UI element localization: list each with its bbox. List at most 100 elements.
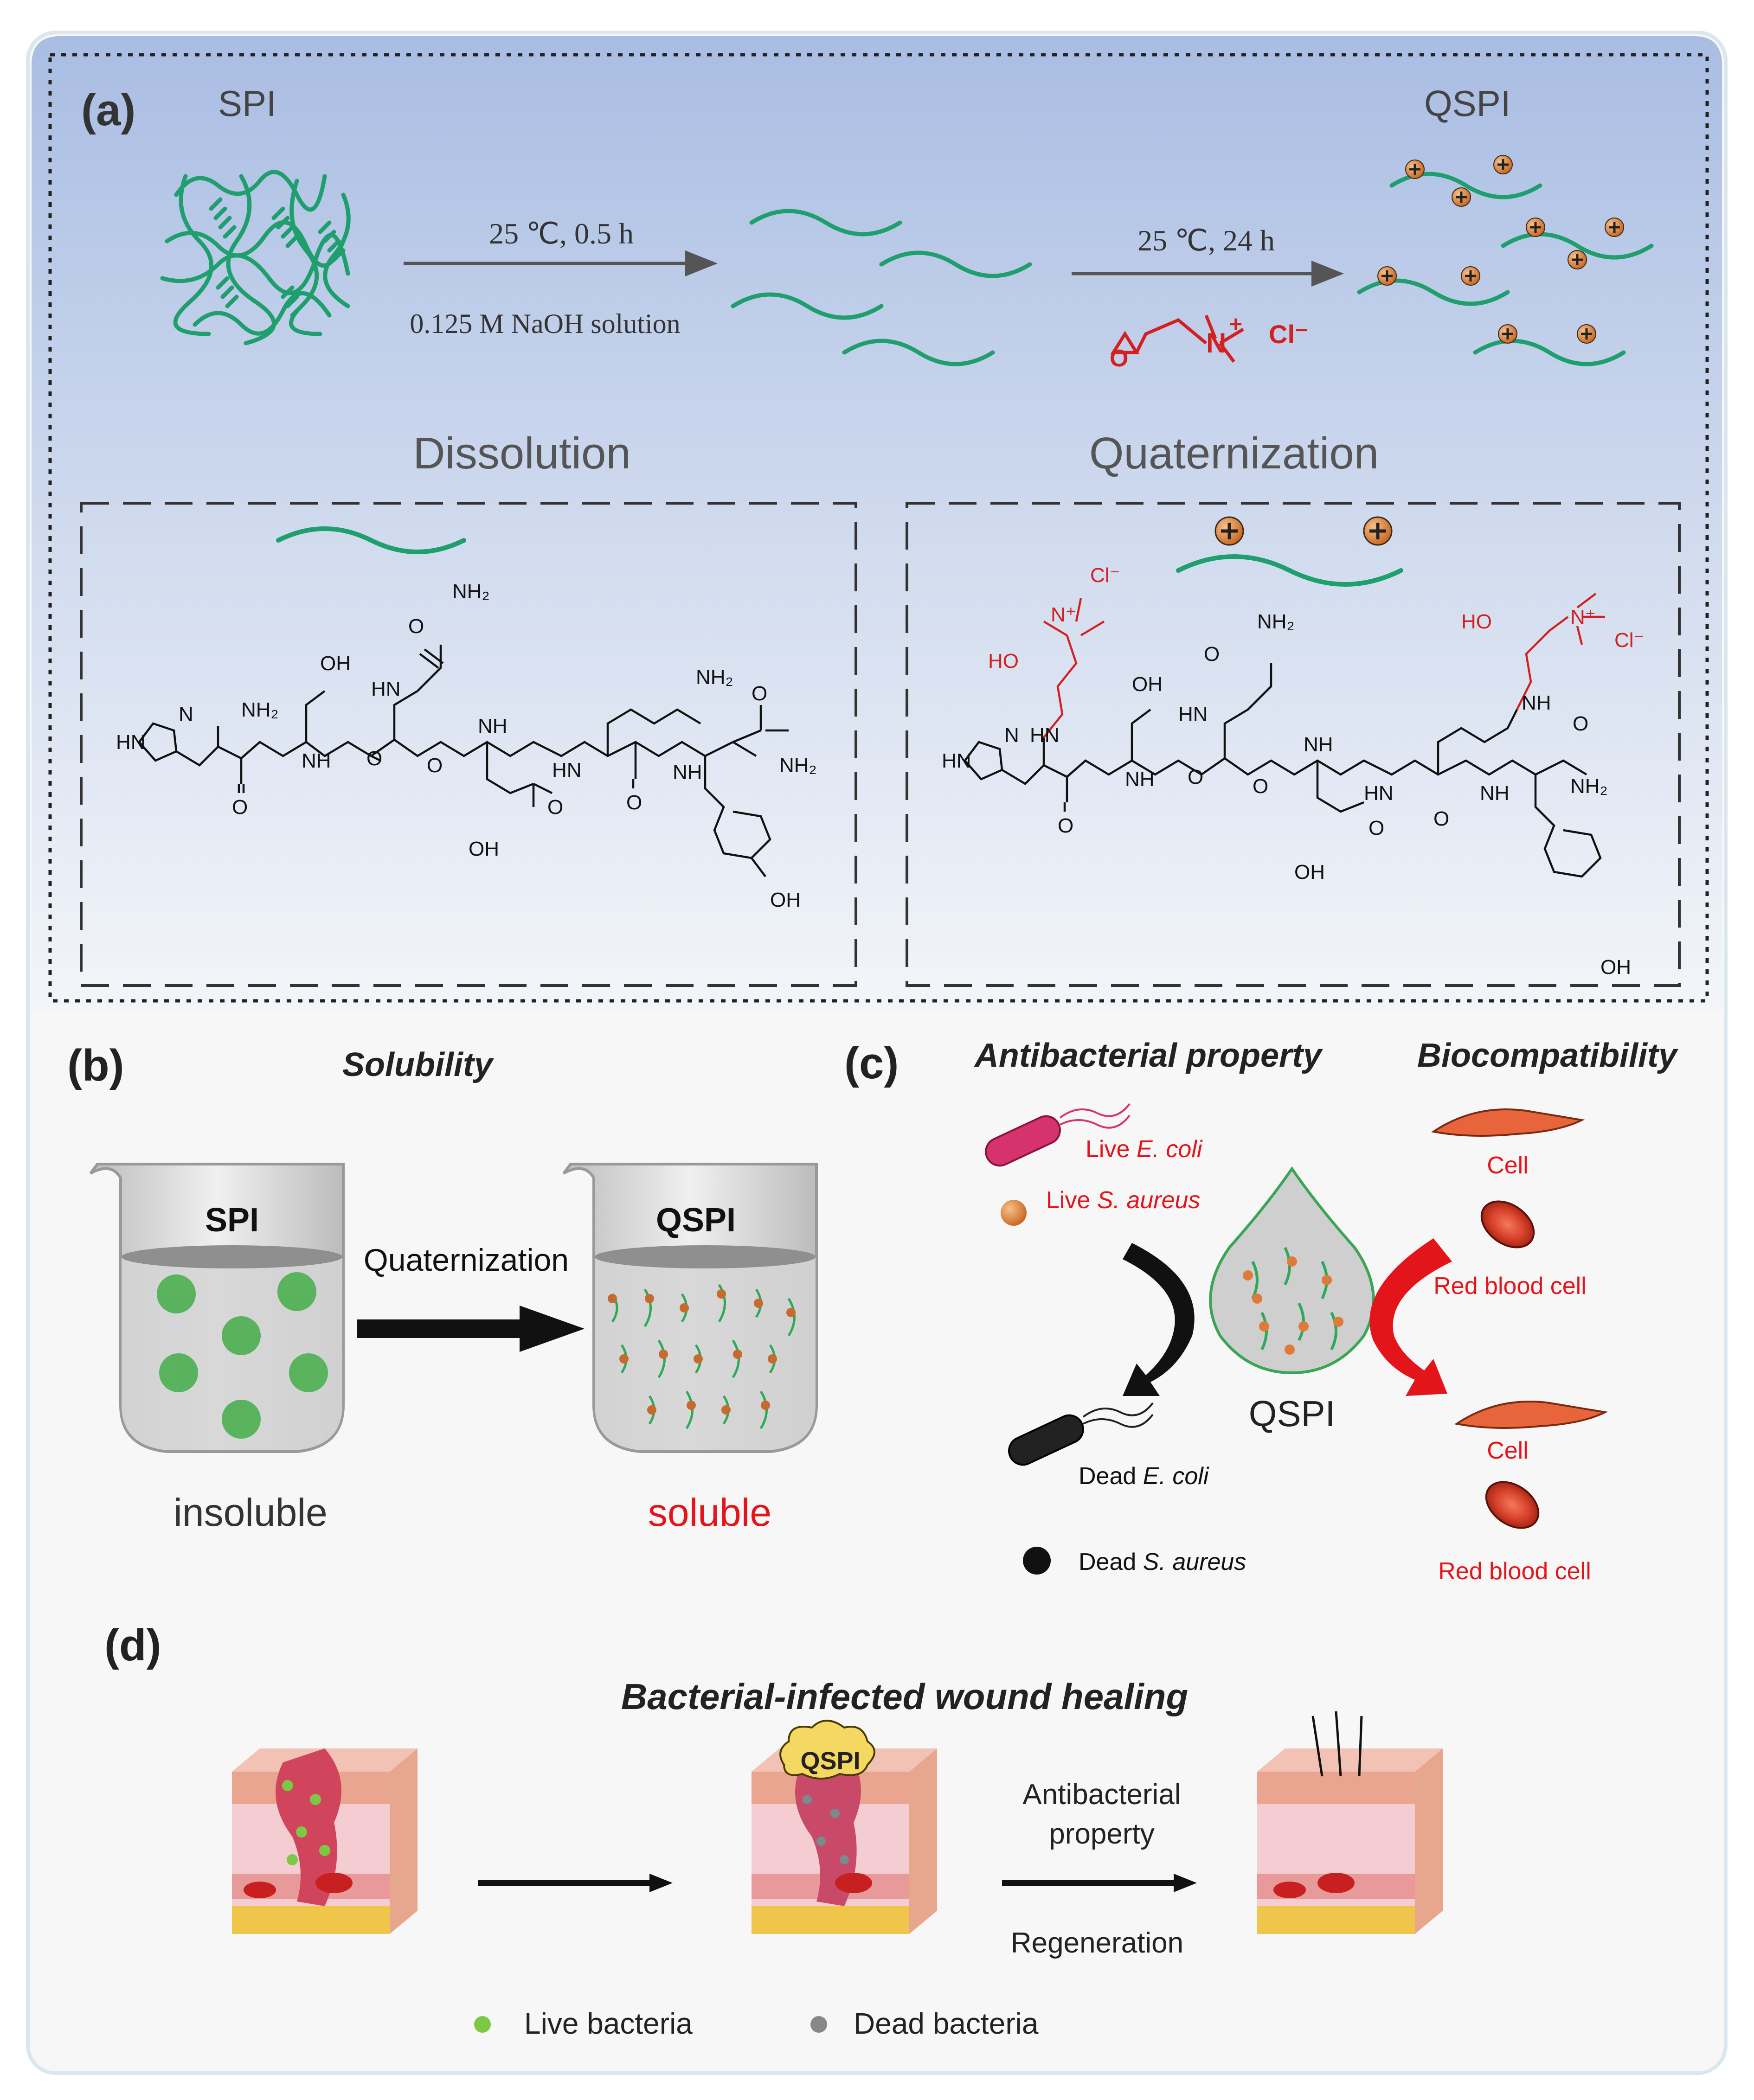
wound-healing-title: Bacterial-infected wound healing <box>621 1676 1188 1717</box>
legend-live-marker <box>474 2016 491 2033</box>
legend-live-label: Live bacteria <box>524 2007 693 2040</box>
peptide-structure-right <box>964 663 1602 878</box>
svg-text:NH₂: NH₂ <box>1257 610 1295 633</box>
arrow-d1-head <box>649 1874 673 1892</box>
svg-text:NH₂: NH₂ <box>1570 775 1608 798</box>
svg-text:N: N <box>179 703 193 726</box>
quaternization-arrow-label: Quaternization <box>364 1242 569 1278</box>
regeneration-label: Regeneration <box>1011 1927 1183 1959</box>
svg-text:O: O <box>1433 807 1449 830</box>
gtmac-n: N <box>1206 327 1226 359</box>
svg-text:NH: NH <box>1522 691 1551 714</box>
qspi-title: QSPI <box>1424 83 1510 124</box>
svg-text:NH₂: NH₂ <box>779 754 817 777</box>
dead-saureus-icon <box>1023 1547 1051 1575</box>
svg-text:NH: NH <box>1480 782 1510 805</box>
panel-a-label: (a) <box>81 85 135 135</box>
svg-text:Cl⁻: Cl⁻ <box>1090 564 1120 587</box>
gtmac-cl: Cl⁻ <box>1269 320 1309 349</box>
svg-text:OH: OH <box>320 652 351 675</box>
svg-text:Cl⁻: Cl⁻ <box>1614 629 1645 652</box>
gtmac-reagent <box>1110 314 1244 363</box>
svg-text:O: O <box>752 682 767 705</box>
dead-ecoli-label: Dead E. coli <box>1079 1463 1209 1490</box>
legend-dead-label: Dead bacteria <box>854 2007 1039 2040</box>
svg-text:O: O <box>366 747 382 770</box>
rbc-icon-bottom <box>1485 1481 1540 1529</box>
chain-icon-left <box>276 526 466 554</box>
live-ecoli-label: Live E. coli <box>1086 1136 1203 1163</box>
svg-text:HN: HN <box>371 678 401 700</box>
svg-text:O: O <box>1573 712 1588 735</box>
antibacterial-arrow <box>1123 1243 1195 1396</box>
svg-text:O: O <box>427 754 443 777</box>
peptide-labels-left: NH₂ O OH HN NH₂ HN N NH O O NH O HN O OH… <box>116 580 817 911</box>
arrow-d2-head <box>1174 1874 1197 1892</box>
svg-text:NH₂: NH₂ <box>452 580 490 603</box>
svg-text:O: O <box>1058 814 1073 837</box>
svg-text:O: O <box>1369 817 1384 839</box>
svg-text:O: O <box>626 791 642 814</box>
panel-a-dotted-border <box>48 53 1709 1003</box>
svg-text:N: N <box>1004 724 1019 747</box>
svg-text:HN: HN <box>1364 782 1394 805</box>
beaker-qspi <box>562 1163 818 1453</box>
rbc-label-top: Red blood cell <box>1433 1273 1587 1300</box>
svg-text:HN: HN <box>1030 724 1060 747</box>
svg-text:HN: HN <box>116 731 146 754</box>
rbc-label-bottom: Red blood cell <box>1438 1558 1591 1585</box>
svg-text:OH: OH <box>469 838 499 860</box>
charge-icon-2 <box>1364 517 1392 545</box>
svg-text:O: O <box>1204 643 1220 666</box>
svg-text:N⁺: N⁺ <box>1051 603 1076 626</box>
biocompatibility-arrow <box>1369 1238 1452 1396</box>
panel-d-label: (d) <box>104 1620 161 1670</box>
svg-text:NH: NH <box>673 761 702 784</box>
panel-a-background <box>32 36 1722 1011</box>
svg-text:OH: OH <box>1132 673 1163 696</box>
spi-title: SPI <box>218 83 276 124</box>
svg-text:NH: NH <box>1125 768 1155 791</box>
quaternary-arms <box>1043 593 1605 738</box>
chain-icon-right <box>1176 554 1403 587</box>
gtmac-o: O <box>1110 345 1128 372</box>
svg-text:HN: HN <box>552 759 582 781</box>
svg-text:OH: OH <box>770 889 801 911</box>
svg-text:OH: OH <box>1600 956 1631 979</box>
quaternization-title: Quaternization <box>1089 429 1379 478</box>
dissolution-title: Dissolution <box>413 429 631 478</box>
qspi-dressing-label: QSPI <box>800 1747 860 1775</box>
svg-text:HN: HN <box>942 749 971 772</box>
legend-dead-marker <box>810 2016 827 2033</box>
biocompatibility-title: Biocompatibility <box>1417 1037 1679 1074</box>
gtmac-plus: + <box>1229 312 1242 337</box>
dead-saureus-label: Dead S. aureus <box>1079 1549 1246 1575</box>
svg-text:NH₂: NH₂ <box>241 698 279 721</box>
qspi-droplet <box>1209 1166 1375 1375</box>
panel-c-label: (c) <box>844 1038 899 1088</box>
cell-icon-top <box>1431 1108 1585 1137</box>
charge-icon-1 <box>1215 517 1243 545</box>
cell-label-top: Cell <box>1487 1152 1529 1179</box>
panel-b-label: (b) <box>67 1041 124 1090</box>
live-ecoli-icon <box>985 1103 1131 1167</box>
qspi-charged-chains <box>1357 155 1654 366</box>
skin-block-treated <box>752 1720 937 1934</box>
spi-network-icon <box>160 170 351 346</box>
svg-text:O: O <box>1188 766 1203 788</box>
quaternization-arrow-b <box>357 1306 585 1352</box>
peptide-structure-left <box>138 645 789 877</box>
qspi-droplet-charges <box>1243 1256 1343 1355</box>
beaker-qspi-label: QSPI <box>656 1202 736 1239</box>
svg-text:NH: NH <box>478 715 508 737</box>
svg-text:OH: OH <box>1294 861 1325 884</box>
svg-text:O: O <box>1253 775 1268 798</box>
dead-ecoli-icon <box>1008 1402 1154 1466</box>
insoluble-label: insoluble <box>173 1491 328 1534</box>
peptide-labels-right: Cl⁻ N⁺ HO Cl⁻ N⁺ HO NH₂ O OH HN HN HN N … <box>942 564 1645 979</box>
svg-text:O: O <box>408 615 424 638</box>
svg-text:O: O <box>232 796 248 819</box>
dissolution-structure-box <box>80 502 857 987</box>
qspi-droplet-label: QSPI <box>1249 1393 1335 1434</box>
